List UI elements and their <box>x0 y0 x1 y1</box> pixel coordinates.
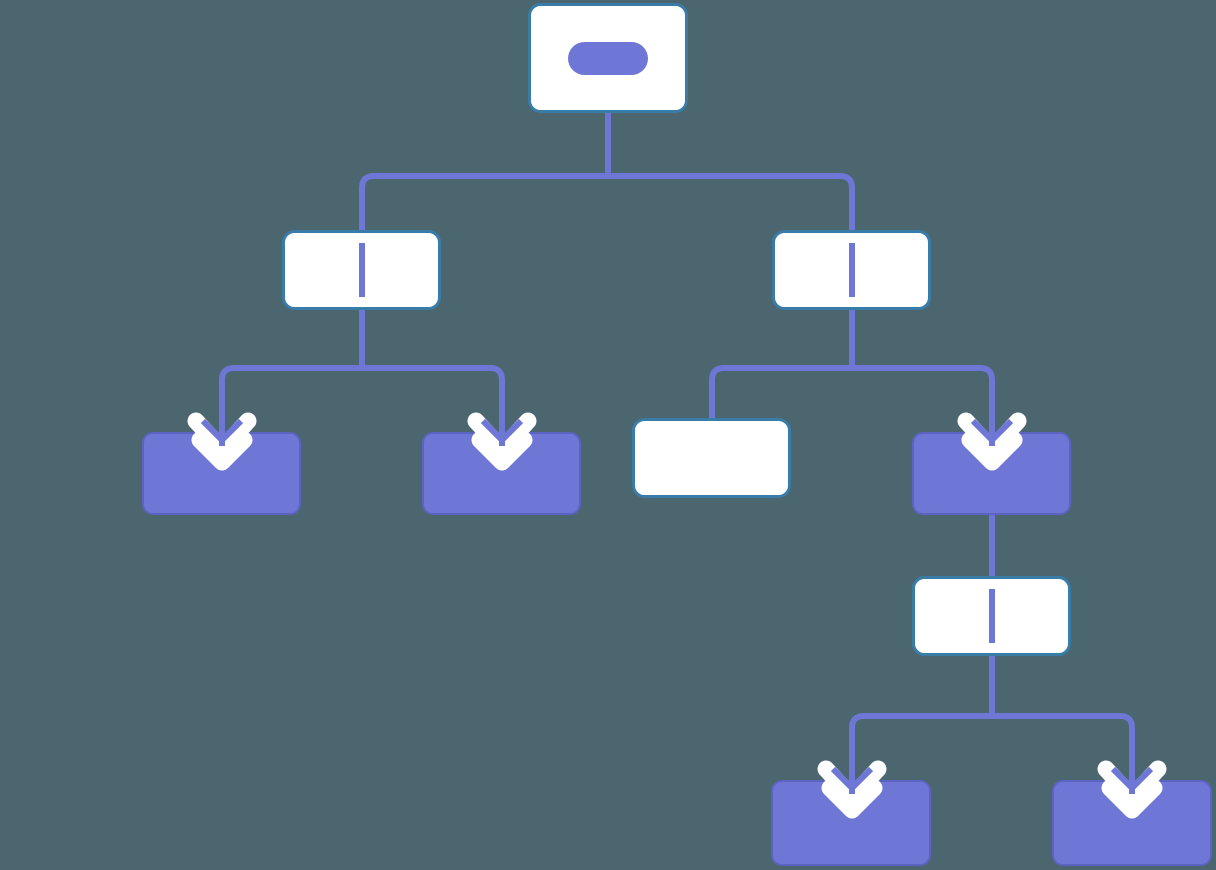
terminal-node-white[interactable] <box>632 418 791 498</box>
arrowhead-icon-leaf-1 <box>187 400 257 471</box>
root-node-pill <box>568 42 648 75</box>
arrowheads-layer <box>187 400 1167 819</box>
nodes-layer <box>142 3 1212 866</box>
edge-branch-left-to-leaf-2 <box>362 365 505 443</box>
root-node[interactable] <box>528 3 688 113</box>
edge-root-to-branch-right <box>608 173 855 230</box>
arrowhead-icon-leaf-6 <box>1097 748 1167 819</box>
edge-branch-deep-to-leaf-6 <box>992 713 1135 791</box>
arrowhead-icon-branch-purple <box>957 400 1027 471</box>
terminal-node-white-body[interactable] <box>632 418 791 498</box>
edge-branch-right-to-terminal <box>709 310 855 418</box>
arrowhead-icon-leaf-2 <box>467 400 537 471</box>
arrowhead-icon-leaf-5 <box>817 748 887 819</box>
edges-layer <box>219 113 1135 791</box>
edge-root-to-branch-left <box>359 113 611 230</box>
edge-branch-right-to-branch-purple <box>852 365 995 443</box>
edge-branch-deep-to-leaf-5 <box>849 656 995 791</box>
edge-branch-left-to-leaf-1 <box>219 310 365 443</box>
